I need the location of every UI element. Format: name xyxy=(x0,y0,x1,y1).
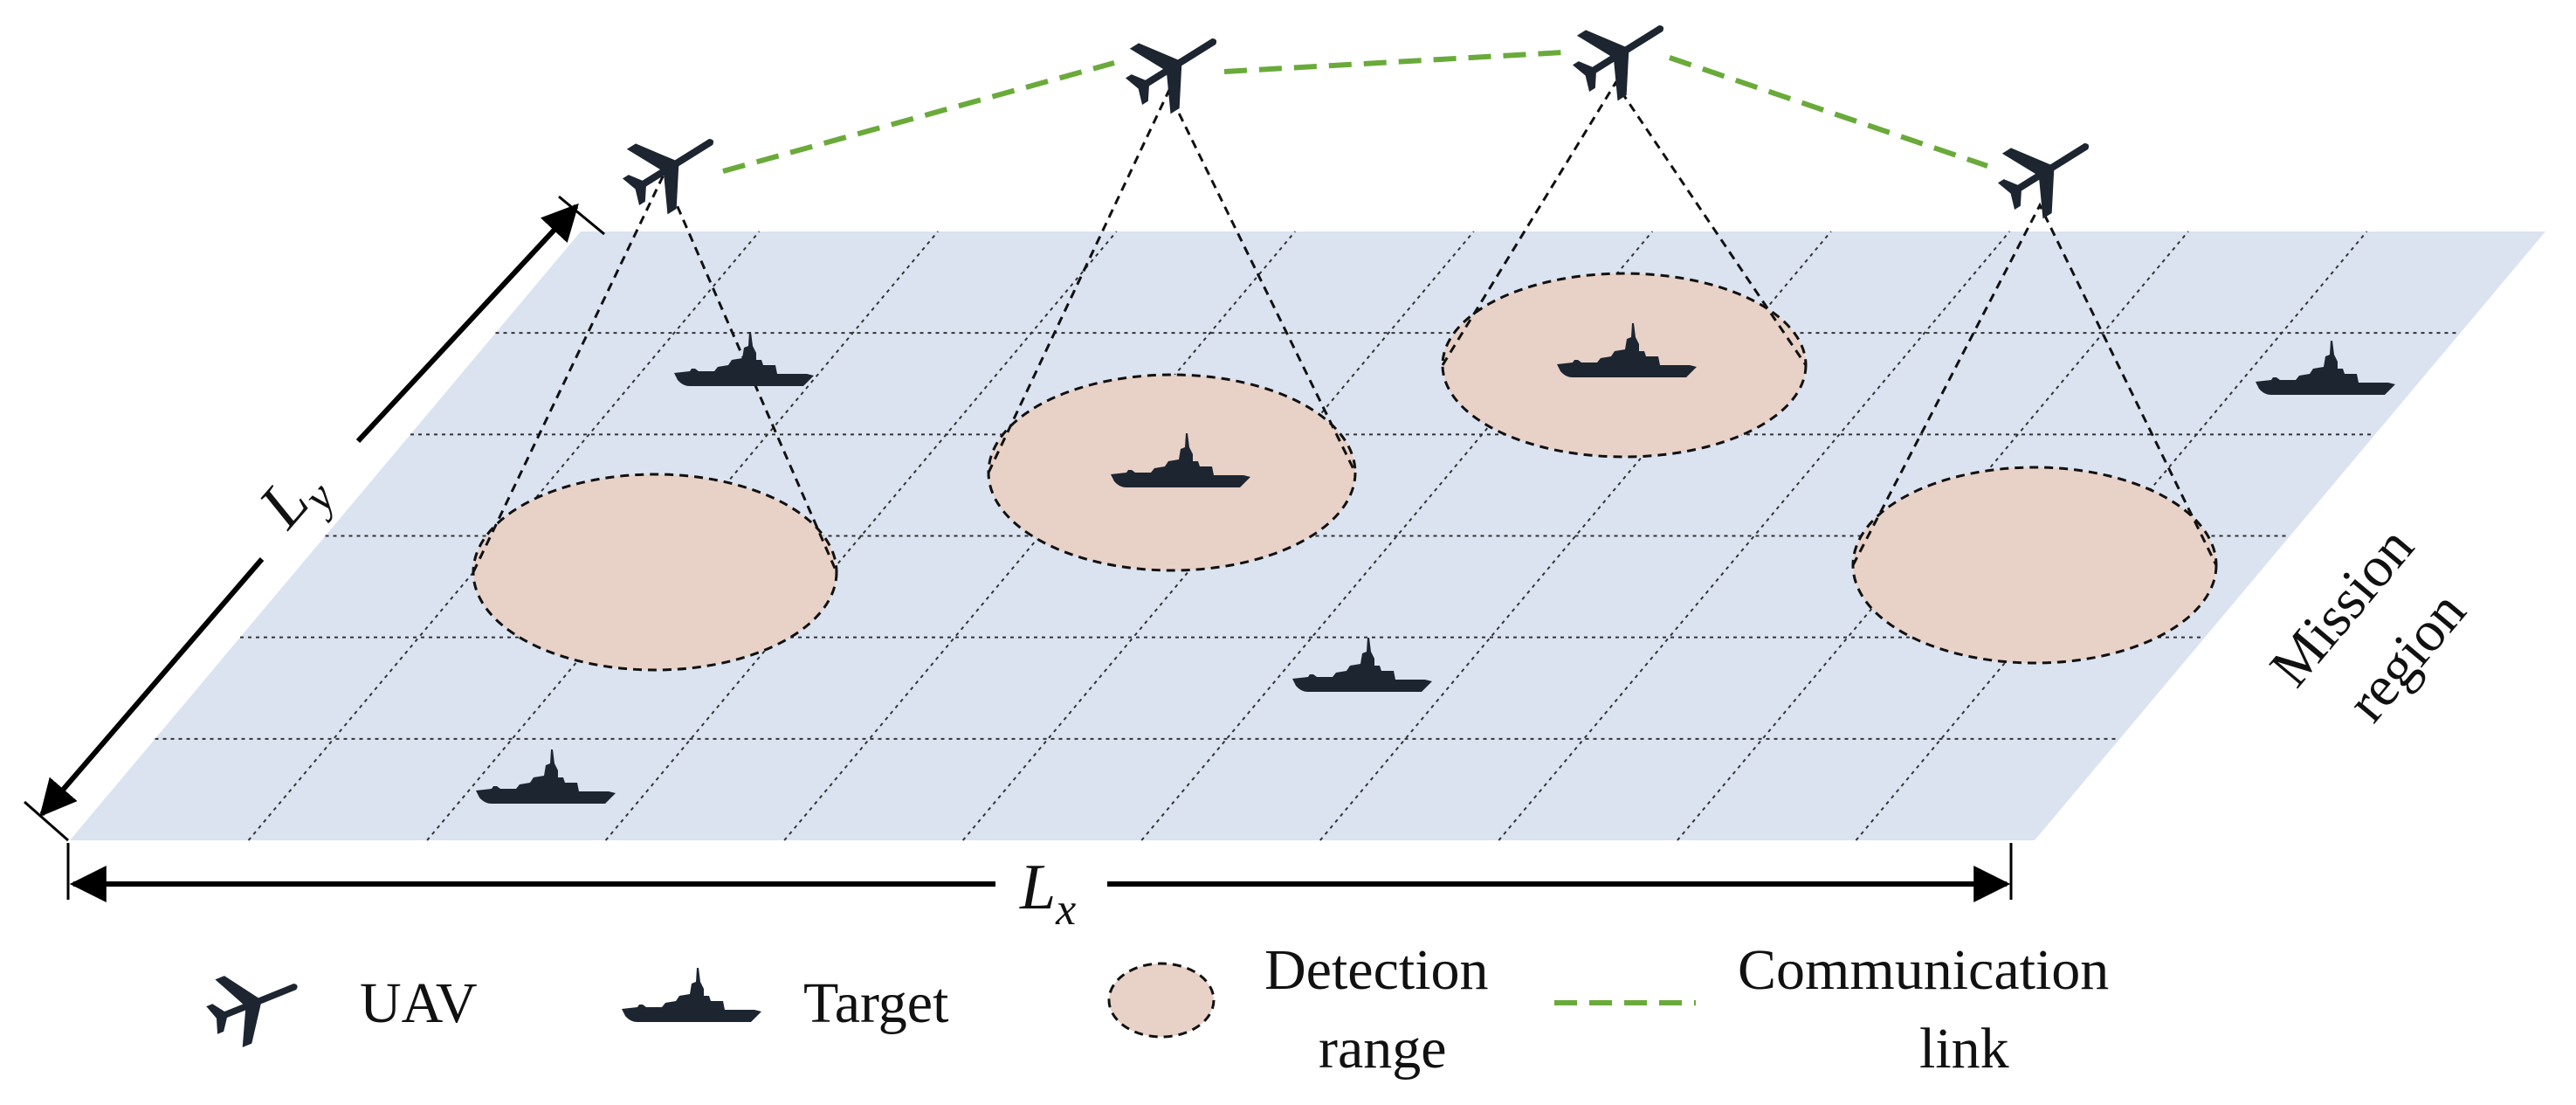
grid-line-diagonal xyxy=(247,231,761,841)
grid-line-diagonal xyxy=(961,231,1475,841)
legend-detection-label-line1: Detection xyxy=(1264,938,1489,1002)
legend: UAV Target Detection range Communication… xyxy=(198,938,2109,1081)
plane-icon xyxy=(610,107,734,224)
legend-uav-label: UAV xyxy=(360,971,477,1035)
uavs xyxy=(610,0,2109,229)
ship-icon xyxy=(622,968,761,1022)
ly-arrow-up xyxy=(355,203,579,444)
comm-link-1-2 xyxy=(722,60,1115,174)
communication-links xyxy=(722,50,1988,174)
grid-line-diagonal xyxy=(1498,231,2011,841)
detection-cone-1 xyxy=(472,171,838,573)
legend-target-label: Target xyxy=(803,971,948,1035)
dimension-arrows xyxy=(24,195,2013,902)
ly-tick-top xyxy=(558,195,605,236)
grid-line-diagonal xyxy=(426,231,939,841)
detection-ranges xyxy=(472,272,2218,672)
comm-link-3-4 xyxy=(1669,55,1988,169)
plane-icon xyxy=(1560,0,1684,111)
grid-line-diagonal xyxy=(604,231,1118,841)
grid-line-diagonal xyxy=(783,231,1296,841)
detection-cone-4 xyxy=(1851,202,2218,566)
detection-cones xyxy=(472,80,2218,573)
legend-comm-label-line2: link xyxy=(1919,1017,2009,1081)
ly-tick-bottom xyxy=(24,800,69,842)
legend-comm-label-line1: Communication xyxy=(1738,938,2109,1002)
detection-cone-3 xyxy=(1441,80,1808,366)
grid-line-diagonal xyxy=(1677,231,2189,841)
detection-range-1 xyxy=(472,473,838,672)
detection-cone-2 xyxy=(987,88,1357,473)
plane-icon xyxy=(1113,7,1236,124)
plane-icon xyxy=(1986,112,2109,229)
comm-link-2-3 xyxy=(1223,50,1564,74)
lx-label: Lx xyxy=(1019,852,1076,935)
legend-detection-swatch xyxy=(1107,962,1216,1039)
plane-icon xyxy=(198,951,312,1054)
grid-line-diagonal xyxy=(1855,231,2368,841)
detection-range-4 xyxy=(1851,466,2218,665)
ly-arrow-down xyxy=(39,557,265,818)
legend-detection-label-line2: range xyxy=(1319,1017,1447,1081)
